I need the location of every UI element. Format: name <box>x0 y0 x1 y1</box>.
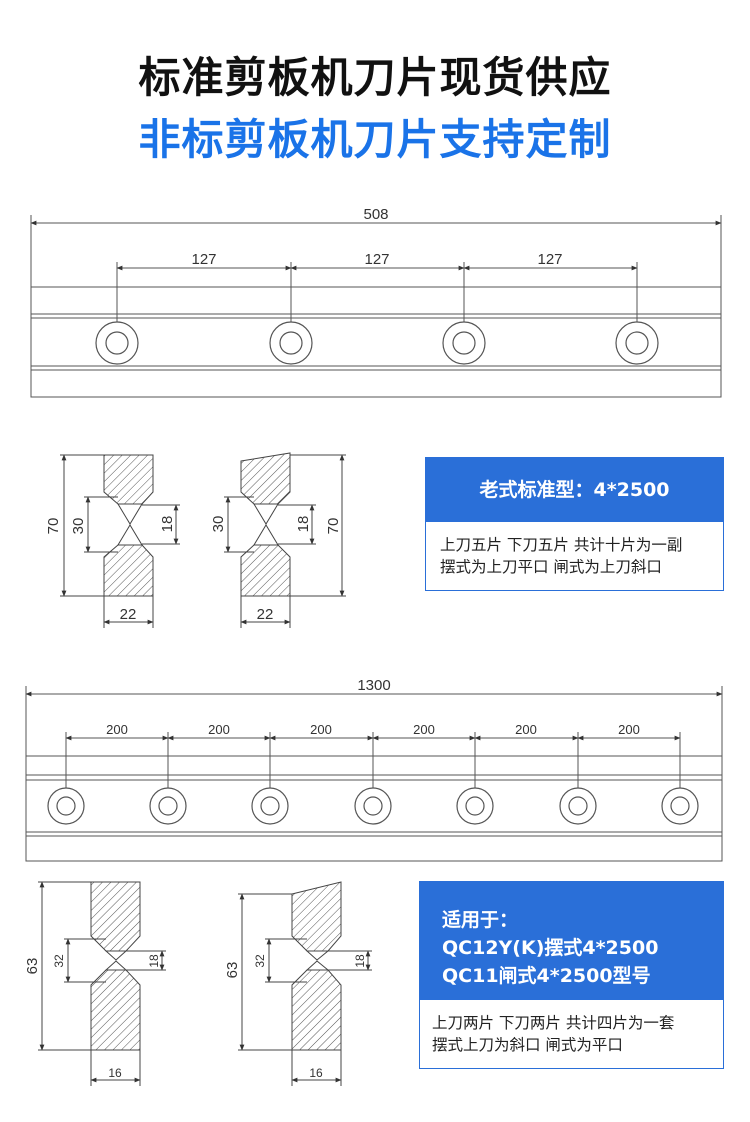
dimension-profile-mid: 30 <box>210 516 227 533</box>
info-box-body: 上刀五片 下刀五片 共计十片为一副 摆式为上刀平口 闸式为上刀斜口 <box>426 522 723 578</box>
mounting-hole <box>269 321 313 365</box>
dimension-profile-height: 63 <box>24 958 41 975</box>
info-box-heading: 适用于： QC12Y(K)摆式4*2500 QC11闸式4*2500型号 <box>420 882 723 1000</box>
info-box-applicable-models: 适用于： QC12Y(K)摆式4*2500 QC11闸式4*2500型号 上刀两… <box>419 881 724 1069</box>
mounting-hole <box>47 787 85 825</box>
dimension-spacing: 200 <box>515 722 537 737</box>
mounting-hole <box>442 321 486 365</box>
dimension-spacing: 127 <box>364 251 389 268</box>
mounting-hole <box>251 787 289 825</box>
mounting-hole <box>95 321 139 365</box>
mounting-hole <box>615 321 659 365</box>
blade-plan-2 <box>25 686 723 862</box>
info-box-body: 上刀两片 下刀两片 共计四片为一套 摆式上刀为斜口 闸式为平口 <box>420 1000 723 1056</box>
blade-outline-2 <box>25 755 723 862</box>
mounting-hole <box>456 787 494 825</box>
mounting-hole <box>149 787 187 825</box>
headline-custom-support: 非标剪板机刀片支持定制 <box>138 115 612 164</box>
info-box-old-standard: 老式标准型：4*2500 上刀五片 下刀五片 共计十片为一副 摆式为上刀平口 闸… <box>425 457 724 591</box>
dimension-profile-mid: 32 <box>253 954 267 968</box>
blade-profile-1a <box>60 454 180 628</box>
dimension-overall-length: 1300 <box>357 677 390 694</box>
dimension-profile-hole: 18 <box>159 516 176 533</box>
dimension-spacing: 127 <box>537 251 562 268</box>
info-heading-line: QC12Y(K)摆式4*2500 <box>442 937 659 959</box>
dimension-profile-hole: 18 <box>295 516 312 533</box>
dimension-spacing: 127 <box>191 251 216 268</box>
info-box-heading: 老式标准型：4*2500 <box>426 458 723 522</box>
headline-standard-stock: 标准剪板机刀片现货供应 <box>138 53 612 102</box>
dimension-spacing: 200 <box>106 722 128 737</box>
mounting-holes-1 <box>95 321 659 365</box>
dimension-spacing: 200 <box>618 722 640 737</box>
info-line: 摆式上刀为斜口 闸式为平口 <box>432 1036 623 1054</box>
dimension-profile-width: 16 <box>309 1066 323 1080</box>
mounting-hole <box>354 787 392 825</box>
dimension-profile-width: 22 <box>120 606 137 623</box>
dimension-profile-mid: 32 <box>52 954 66 968</box>
dimension-spacing: 200 <box>413 722 435 737</box>
blade-profile-1b <box>224 452 346 628</box>
dimension-profile-height: 70 <box>45 518 62 535</box>
dimension-profile-mid: 30 <box>70 518 87 535</box>
dimension-profile-hole: 18 <box>353 954 367 968</box>
mounting-holes-2 <box>47 787 699 825</box>
dimension-profile-width: 16 <box>108 1066 122 1080</box>
info-line: 上刀两片 下刀两片 共计四片为一套 <box>432 1014 675 1032</box>
blade-plan-1 <box>30 215 722 398</box>
info-heading-line: QC11闸式4*2500型号 <box>442 965 651 987</box>
dimension-profile-height: 70 <box>325 518 342 535</box>
blade-outline-1 <box>30 286 722 398</box>
mounting-hole <box>559 787 597 825</box>
blade-profile-2b <box>238 881 372 1086</box>
blade-profile-2a <box>38 881 166 1086</box>
mounting-hole <box>661 787 699 825</box>
dimension-profile-width: 22 <box>257 606 274 623</box>
dimension-profile-hole: 18 <box>147 954 161 968</box>
dimension-overall-length: 508 <box>363 206 388 223</box>
info-line: 摆式为上刀平口 闸式为上刀斜口 <box>440 558 662 576</box>
info-heading-line: 适用于： <box>442 909 519 931</box>
info-line: 上刀五片 下刀五片 共计十片为一副 <box>440 536 683 554</box>
dimension-spacing: 200 <box>310 722 332 737</box>
dimension-profile-height: 63 <box>224 962 241 979</box>
dimension-spacing: 200 <box>208 722 230 737</box>
